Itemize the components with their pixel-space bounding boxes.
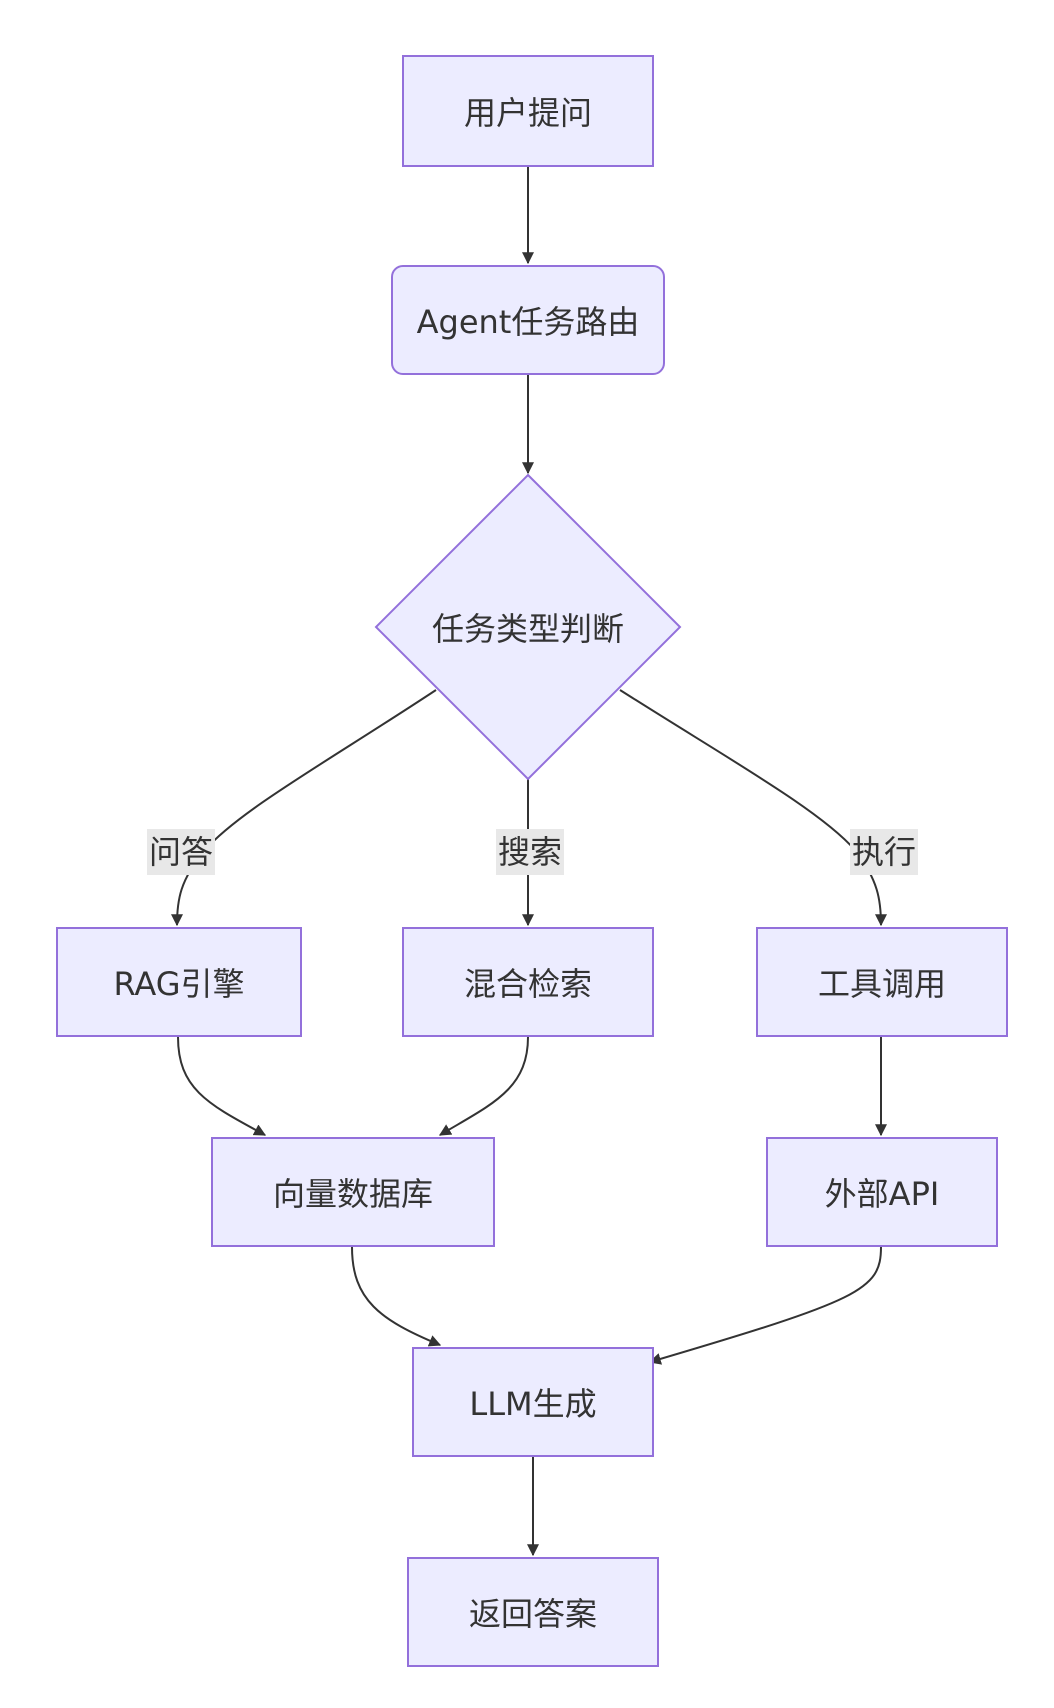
hybrid-search-node: 混合检索 (402, 927, 654, 1037)
task-type-decision-label: 任务类型判断 (431, 610, 625, 648)
user-question-node: 用户提问 (402, 55, 654, 167)
edge-decision-to-tool (619, 689, 887, 927)
edge-hybrid-to-vector (438, 1036, 529, 1136)
agent-router-node: Agent任务路由 (391, 265, 665, 375)
edge-rag-to-vector (177, 1036, 267, 1136)
edge-decision-to-rag (171, 689, 437, 927)
return-answer-node: 返回答案 (407, 1557, 659, 1667)
vector-db-node: 向量数据库 (211, 1137, 495, 1247)
tool-call-node: 工具调用 (756, 927, 1008, 1037)
external-api-node: 外部API (766, 1137, 998, 1247)
rag-engine-node: RAG引擎 (56, 927, 302, 1037)
edge-api-to-llm (648, 1246, 882, 1365)
decision-diamond (374, 473, 682, 781)
edge-vector-to-llm (351, 1246, 442, 1347)
edge-label-qa: 问答 (147, 829, 216, 875)
edge-label-execute: 执行 (850, 829, 919, 875)
llm-generate-node: LLM生成 (412, 1347, 654, 1457)
edge-label-search: 搜索 (496, 829, 565, 875)
